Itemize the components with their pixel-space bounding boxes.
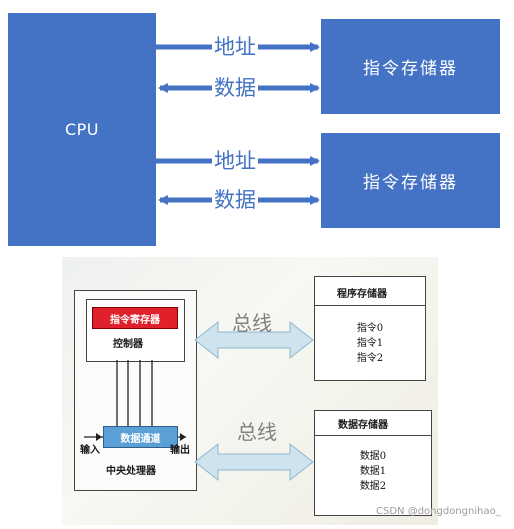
data-channel-label: 数据通道 bbox=[120, 433, 161, 445]
output-label: 输出 bbox=[170, 445, 190, 456]
instruction-memory-1: 指令存储器 bbox=[321, 19, 500, 114]
bus-label-2: 总线 bbox=[237, 420, 277, 444]
cpu-block: CPU bbox=[8, 13, 156, 246]
data-label-2: 数据 bbox=[212, 187, 258, 213]
data-memory-title: 数据存储器 bbox=[338, 420, 388, 431]
data-memory-divider bbox=[315, 435, 431, 436]
program-memory-box bbox=[314, 276, 426, 381]
data-memory-box bbox=[314, 410, 432, 516]
data-memory-list: 数据0 数据1 数据2 bbox=[315, 449, 431, 494]
program-memory-item: 指令0 bbox=[356, 323, 384, 334]
program-memory-item: 指令1 bbox=[356, 338, 384, 349]
instruction-memory-2-label: 指令存储器 bbox=[363, 173, 458, 193]
instruction-memory-2: 指令存储器 bbox=[321, 133, 500, 228]
address-label-1: 地址 bbox=[212, 34, 258, 60]
bus-label-1: 总线 bbox=[232, 311, 272, 335]
data-memory-item: 数据0 bbox=[359, 451, 387, 462]
data-memory-item: 数据2 bbox=[359, 481, 387, 492]
controller-label: 控制器 bbox=[113, 339, 143, 350]
address-label-2: 地址 bbox=[212, 148, 258, 174]
input-label: 输入 bbox=[80, 445, 100, 456]
data-label-1: 数据 bbox=[212, 75, 258, 101]
data-channel: 数据通道 bbox=[103, 426, 178, 448]
instruction-memory-1-label: 指令存储器 bbox=[363, 59, 458, 79]
cpu-title: 中央处理器 bbox=[106, 466, 156, 477]
program-memory-item: 指令2 bbox=[356, 353, 384, 364]
bus-arrow-1 bbox=[194, 320, 314, 360]
program-memory-divider bbox=[315, 305, 425, 306]
bus-arrow-2 bbox=[194, 442, 314, 482]
program-memory-list: 指令0 指令1 指令2 bbox=[315, 321, 425, 366]
instruction-register: 指令寄存器 bbox=[92, 307, 178, 329]
cpu-label: CPU bbox=[64, 120, 100, 139]
program-memory-title: 程序存储器 bbox=[337, 289, 387, 300]
instruction-register-label: 指令寄存器 bbox=[110, 314, 160, 326]
data-memory-item: 数据1 bbox=[359, 466, 387, 477]
watermark: CSDN @dongdongnihao_ bbox=[376, 506, 501, 517]
